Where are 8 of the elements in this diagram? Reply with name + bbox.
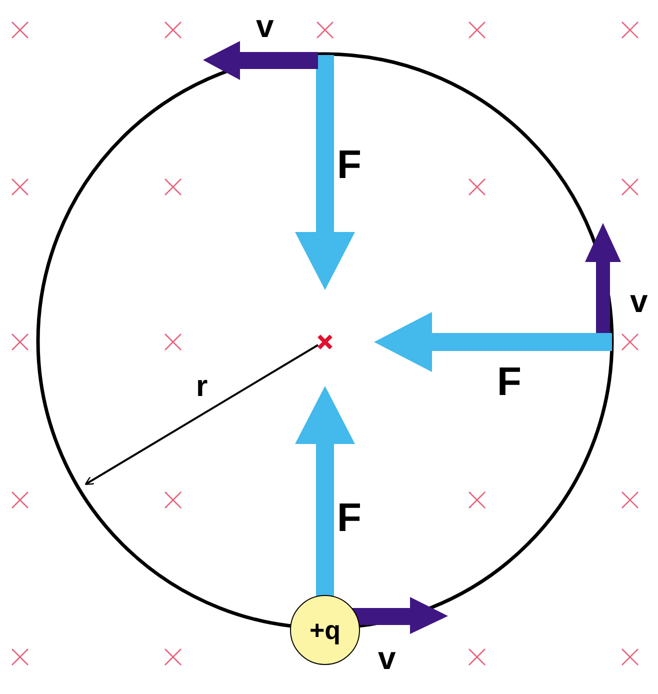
vector-label: F [337,498,362,538]
charge-label: +q [309,617,341,643]
vector-label: r [196,372,208,402]
vector-label: F [497,362,522,402]
vector-label: F [337,145,362,185]
vector-label: v [378,642,396,674]
vector-label: v [256,10,274,42]
vector-label: v [630,285,648,317]
